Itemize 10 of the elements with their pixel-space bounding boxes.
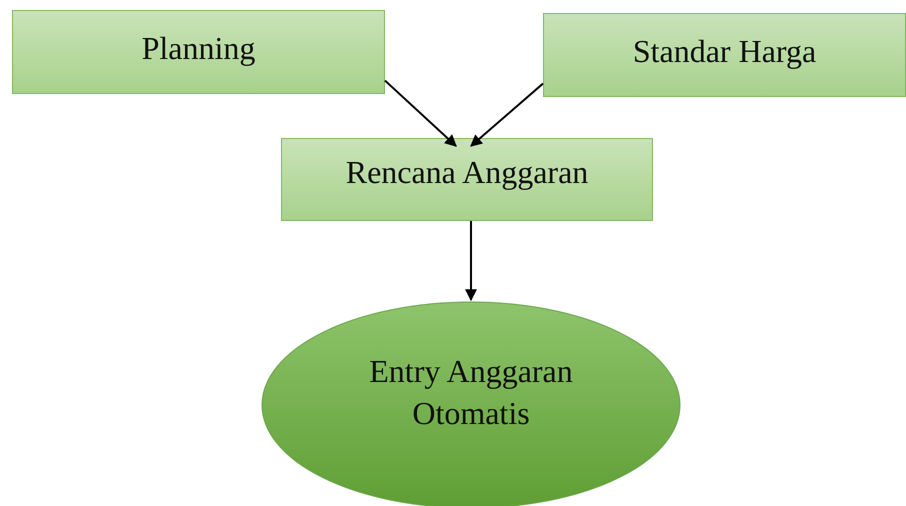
node-label: Standar Harga <box>632 32 818 71</box>
node-label: Entry Anggaran Otomatis <box>368 352 574 433</box>
process-box <box>12 10 385 94</box>
arrow <box>470 82 544 147</box>
arrow <box>384 80 457 147</box>
node-label: Planning <box>140 29 256 68</box>
process-box <box>281 138 653 221</box>
arrow <box>465 221 477 302</box>
process-box <box>543 13 906 97</box>
node-label: Rencana Anggaran <box>344 153 590 192</box>
